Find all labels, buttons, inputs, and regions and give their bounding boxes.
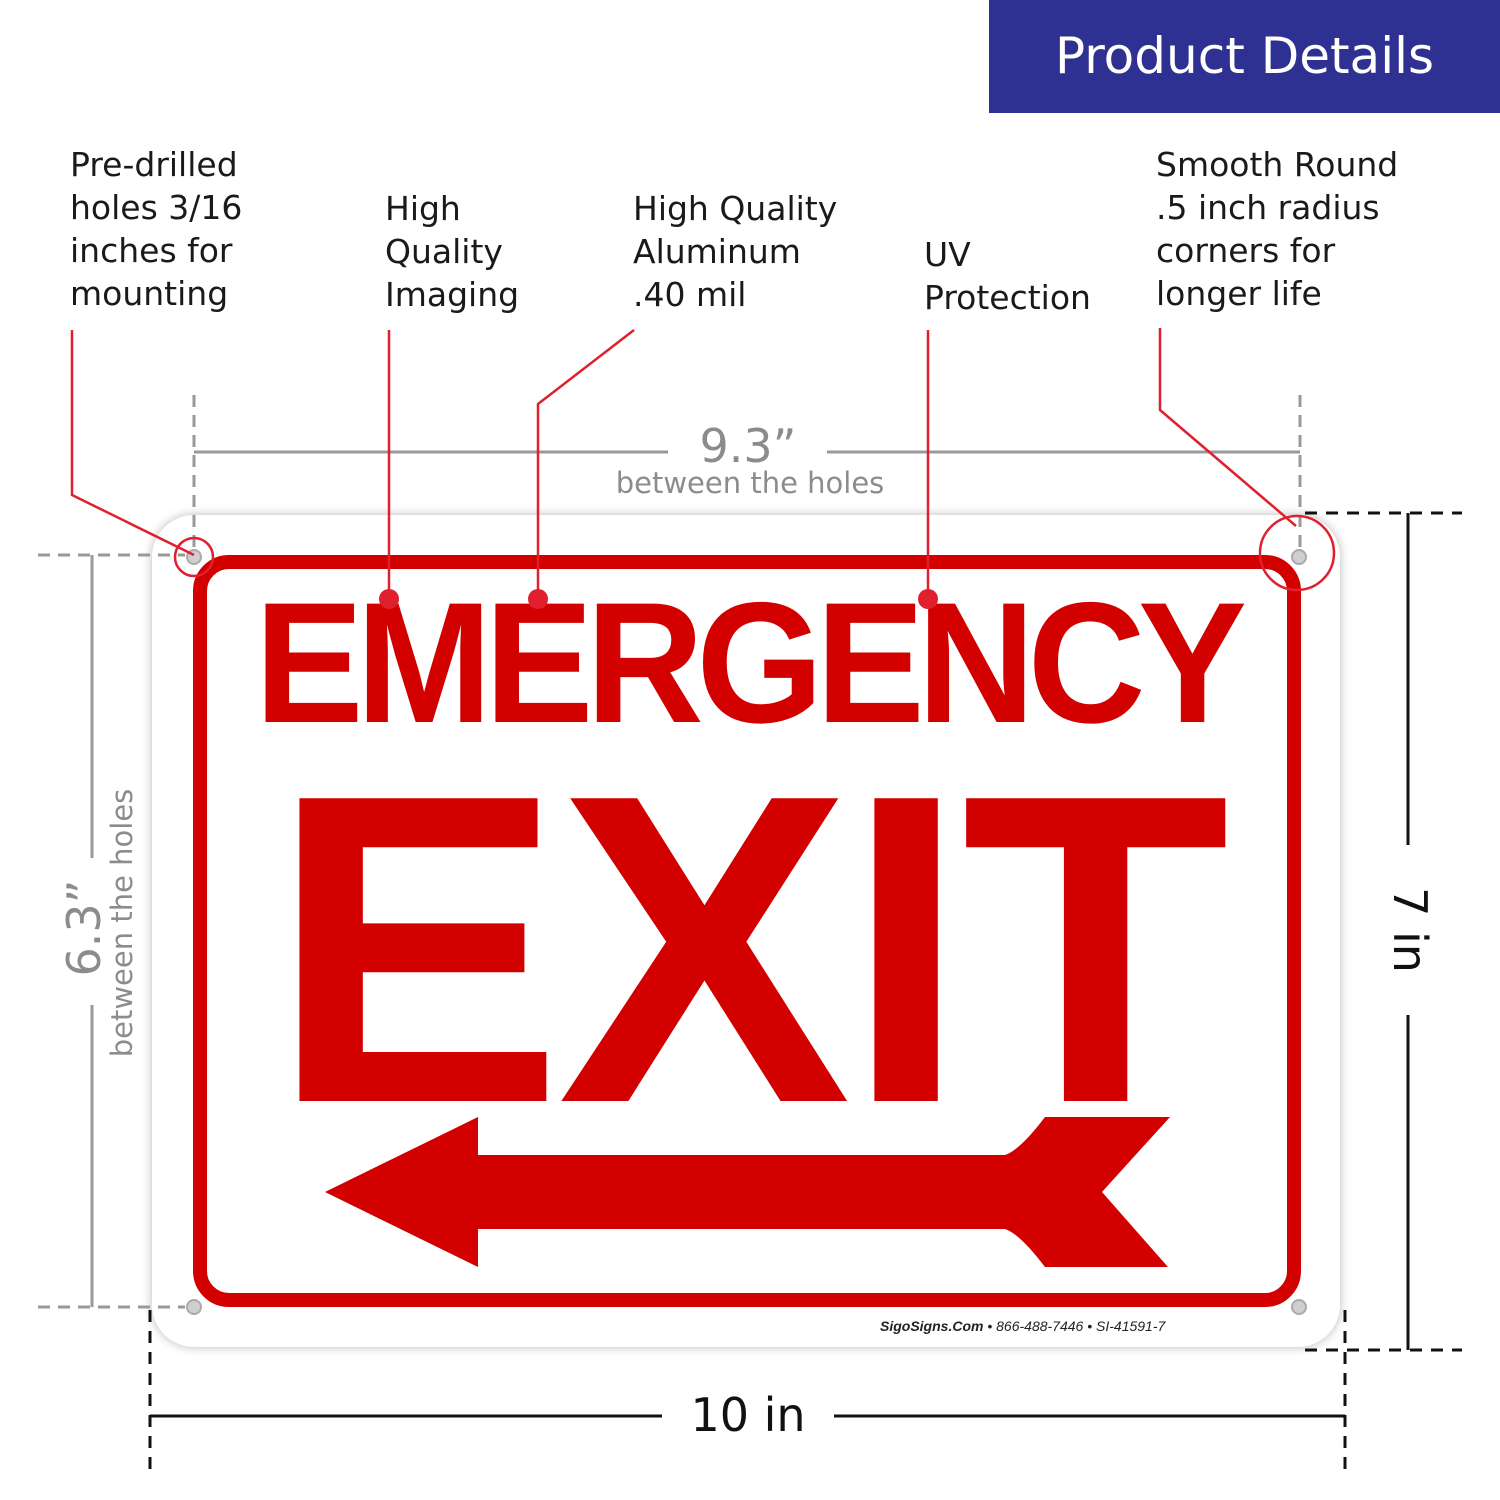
sign-line-emergency: EMERGENCY [254, 567, 1247, 759]
dimension-height: 7 in [1383, 887, 1437, 973]
callout-high-quality-imaging: High Quality Imaging [385, 189, 520, 314]
callout-predrilled-holes: Pre-drilled holes 3/16 inches for mounti… [70, 145, 243, 313]
sign-red-border [193, 555, 1301, 1307]
sign-line-exit: EXIT [270, 704, 1230, 1195]
callout-uv-protection: UV Protection [924, 235, 1091, 317]
callout-smooth-round-corners: Smooth Round .5 inch radius corners for … [1156, 145, 1399, 313]
footer-brand: SigoSigns.Com [880, 1318, 984, 1334]
footer-phone: 866-488-7446 [996, 1318, 1084, 1334]
dimension-horizontal-value: 9.3” [699, 419, 797, 473]
banner-title: Product Details [1054, 27, 1435, 85]
mounting-hole-top-left [186, 549, 202, 565]
dimension-horizontal-label: between the holes [615, 466, 885, 500]
footer-sku: SI-41591-7 [1096, 1318, 1166, 1334]
product-details-banner: Product Details [989, 0, 1500, 113]
mounting-hole-top-right [1291, 549, 1307, 565]
dimension-vertical-label: between the holes [105, 788, 139, 1058]
callout-high-quality-aluminum: High Quality Aluminum .40 mil [633, 189, 838, 314]
sign-footer: SigoSigns.Com • 866-488-7446 • SI-41591-… [880, 1318, 1166, 1334]
mounting-hole-bottom-right [1291, 1299, 1307, 1315]
dimension-width: 10 in [690, 1388, 806, 1442]
dimension-vertical-value: 6.3” [57, 879, 111, 977]
mounting-hole-bottom-left [186, 1299, 202, 1315]
